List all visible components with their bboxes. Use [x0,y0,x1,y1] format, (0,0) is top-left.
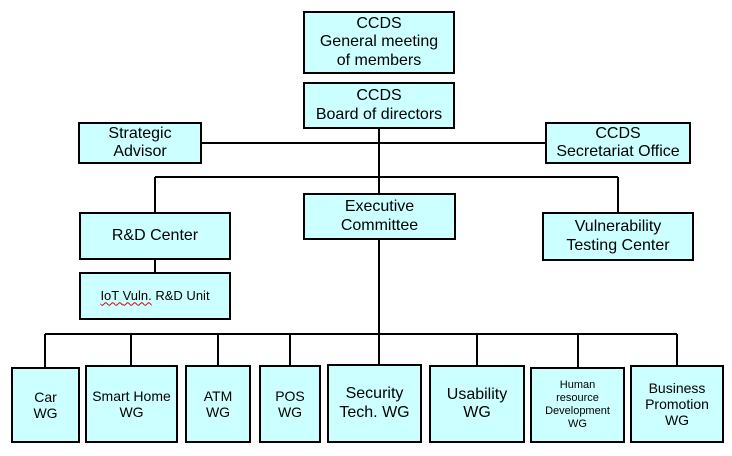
board-of-directors-box: CCDS Board of directors [303,82,455,129]
iot-unit-text-3: R&D Unit [151,287,210,303]
iot-vuln-rd-unit-box: IoT Vuln. R&D Unit [79,272,231,320]
wg-human-resource-box: Human resource Development WG [530,367,625,443]
executive-committee-box: Executive Committee [303,193,456,240]
wg-business-promotion-box: Business Promotion WG [630,365,724,443]
wg-smart-home-box: Smart Home WG [85,365,178,443]
wg-car-box: Car WG [11,367,80,443]
wg-pos-box: POS WG [259,365,321,443]
rd-center-box: R&D Center [79,212,231,260]
strategic-advisor-box: Strategic Advisor [78,122,202,164]
iot-unit-text-2: Vuln. [122,287,152,303]
vulnerability-testing-center-box: Vulnerability Testing Center [542,212,694,261]
wg-usability-box: Usability WG [429,365,525,443]
iot-unit-text-1: IoT [100,287,123,303]
general-meeting-box: CCDS General meeting of members [303,11,455,74]
wg-security-tech-box: Security Tech. WG [327,364,422,443]
secretariat-office-box: CCDS Secretariat Office [545,122,691,164]
wg-atm-box: ATM WG [185,365,251,443]
